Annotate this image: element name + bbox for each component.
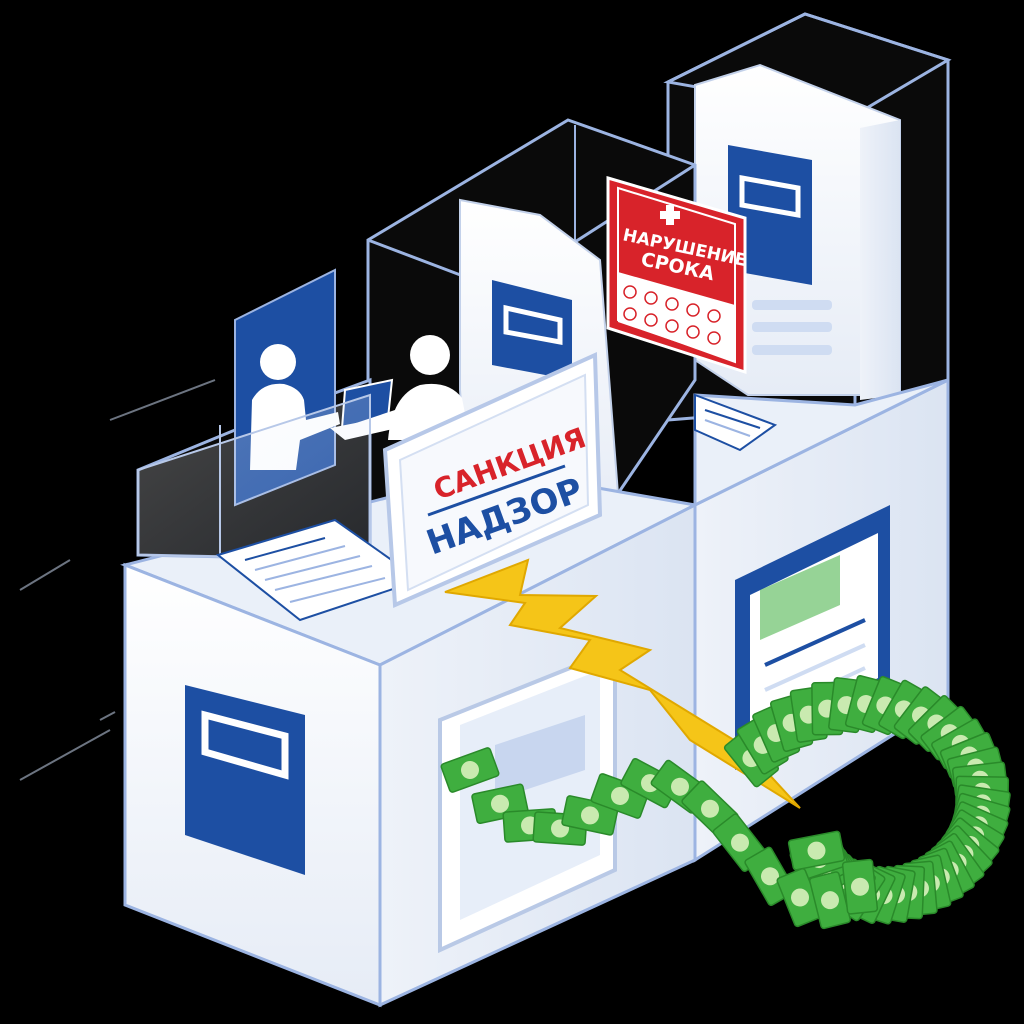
- calendar-cell: [623, 285, 637, 299]
- right-lower-block: [693, 377, 950, 863]
- blue-badge-icon: [728, 145, 812, 285]
- money-banknotes-icon: [440, 675, 1011, 930]
- calendar-cell: [707, 331, 721, 345]
- motion-lines: [19, 379, 216, 781]
- banknote: [841, 858, 879, 915]
- calendar-cell: [623, 307, 637, 321]
- calendar-grid-icon: [618, 272, 735, 362]
- middle-blue-badge-icon: [492, 280, 572, 380]
- back-document-icon: [694, 393, 778, 452]
- calendar-cell: [665, 319, 679, 333]
- banknote: [809, 871, 851, 930]
- sanction-plate-sign: САНКЦИЯ НАДЗОР: [382, 351, 603, 608]
- document-form-icon: [215, 518, 423, 622]
- banknote: [787, 830, 846, 871]
- calendar-cell: [644, 291, 658, 305]
- calendar-cell: [665, 297, 679, 311]
- medical-cross-icon: [660, 205, 680, 225]
- calendar-cell: [707, 309, 721, 323]
- calendar-cell: [644, 313, 658, 327]
- banknote: [440, 747, 500, 793]
- calendar-cell: [686, 325, 700, 339]
- front-side-window: [438, 647, 617, 954]
- calendar-cell: [686, 303, 700, 317]
- deadline-violation-sign: НАРУШЕНИЕ СРОКА: [606, 175, 748, 375]
- service-counter: [136, 268, 778, 622]
- front-blue-badge-icon: [185, 685, 305, 875]
